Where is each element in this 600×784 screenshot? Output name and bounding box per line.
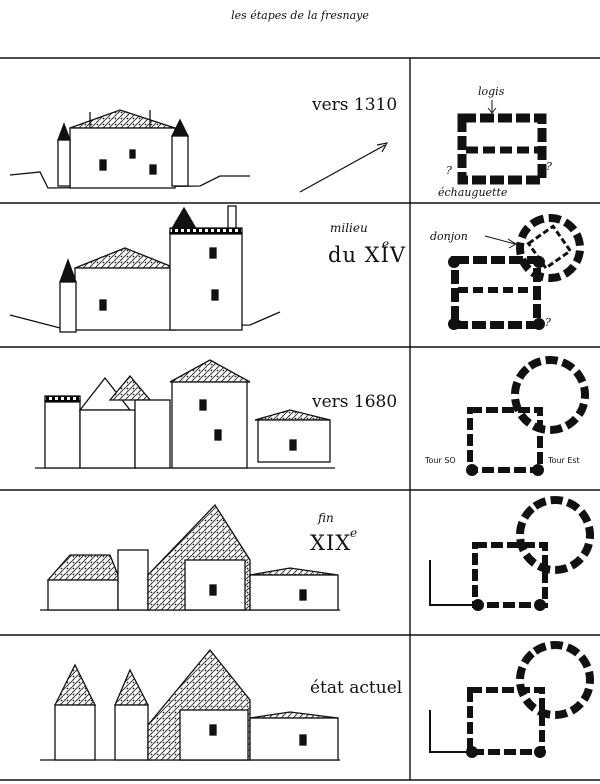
era-label-line1: milieu [330,221,368,235]
plan-label-question: ? [455,318,461,331]
stage-1-plan: logis échauguette ? ? [438,85,552,199]
stage-2: milieu du XIV e donjon ? ? [9,205,584,333]
plan-label-tour-so: Tour SO [424,456,456,465]
stage-5-plan [429,641,594,758]
arrow-icon [299,142,389,193]
arrow-down-icon [487,100,497,114]
stage-4: fin XIX e [40,496,594,611]
era-label: état actuel [310,678,402,698]
plan-label-question: ? [546,160,552,173]
era-label: vers 1680 [311,392,397,412]
stage-4-elevation [40,503,340,611]
stage-5: état actuel [40,641,594,761]
stage-5-elevation [40,648,340,761]
plan-label-tour-est: Tour Est [547,456,580,465]
era-label-line1: fin [317,511,334,525]
era-label-line2: du XIV [328,243,406,267]
arrow-right-icon [484,235,517,249]
stage-3-plan: Tour SO Tour Est [424,356,589,476]
plan-label-question: ? [545,316,551,329]
era-label: vers 1310 [311,95,397,115]
stage-3: vers 1680 Tour SO Tour Est [35,356,589,476]
stage-1-era-label: vers 1310 [311,95,397,115]
era-label-sup: e [350,526,357,540]
plan-label-logis: logis [478,85,505,98]
grid-lines [0,57,600,781]
stage-1-elevation [9,109,250,189]
page-title: les étapes de la fresnaye [231,9,369,22]
plan-label-echauguette: échauguette [438,186,508,199]
stage-4-plan [429,496,594,611]
stage-1: vers 1310 logis échauguette ? ? [9,85,552,199]
plan-label-question: ? [446,164,452,177]
stage-2-elevation [9,205,281,333]
stage-3-elevation [35,359,335,469]
plan-label-donjon: donjon [430,230,468,243]
era-label-line2: XIX [310,531,351,555]
stage-2-plan: donjon ? ? [430,214,584,331]
era-label-sup: e [382,237,389,251]
